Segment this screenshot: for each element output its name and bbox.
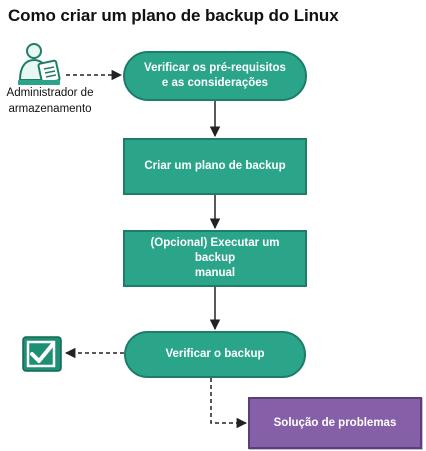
- page-title: Como criar um plano de backup do Linux: [8, 6, 339, 25]
- connector-step4-to-troubleshoot: [210, 378, 248, 429]
- step-run-manual-backup-line2: manual: [194, 266, 236, 279]
- administrator-icon: [18, 43, 61, 85]
- step-troubleshooting-label: Solução de problemas: [273, 416, 397, 429]
- actor-label: Administrador de armazenamento: [0, 86, 100, 117]
- step-verify-prerequisites: Verificar os pré-requisitos e as conside…: [123, 51, 307, 101]
- checkbox-checked-icon: [22, 336, 62, 372]
- step-run-manual-backup: (Opcional) Executar um backup manual: [123, 230, 307, 287]
- step-verify-backup-label: Verificar o backup: [165, 348, 265, 361]
- actor-label-line2: armazenamento: [8, 102, 92, 115]
- step-troubleshooting: Solução de problemas: [248, 397, 422, 449]
- actor-label-line1: Administrador de: [6, 87, 94, 99]
- step-create-backup-plan-label: Criar um plano de backup: [144, 160, 286, 173]
- step-run-manual-backup-line1: (Opcional) Executar um backup: [150, 237, 280, 265]
- step-verify-prerequisites-line2: e as considerações: [161, 77, 269, 89]
- step-verify-backup: Verificar o backup: [124, 331, 306, 378]
- step-create-backup-plan: Criar um plano de backup: [123, 138, 307, 195]
- step-verify-prerequisites-line1: Verificar os pré-requisitos: [144, 62, 286, 75]
